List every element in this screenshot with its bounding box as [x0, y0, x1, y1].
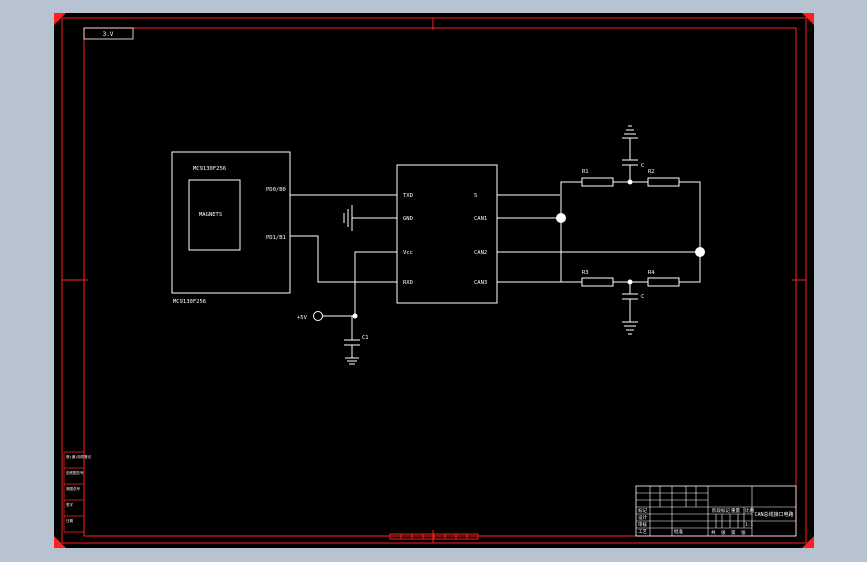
- side-stamp: 借(通)用件登记 旧底图总号 底图总号 签字 日期: [63, 451, 92, 533]
- tb-sheet-2: 第: [731, 529, 736, 536]
- tb-sheet-1: 张: [721, 529, 726, 536]
- junction-vcc: [352, 313, 358, 319]
- centering-marks: [62, 18, 806, 543]
- power-terminal: [313, 311, 323, 321]
- junction-bottom: [627, 279, 633, 285]
- can-transceiver-block: [396, 164, 498, 304]
- c-bottom-label: C: [641, 294, 644, 300]
- schematic: [171, 125, 701, 365]
- tb-row-3: 工艺: [638, 529, 647, 535]
- driver-pin-can2: CAN2: [474, 250, 487, 256]
- driver-pin-rxd: RXD: [403, 280, 413, 286]
- junction-can-left: [556, 213, 566, 223]
- mcu-pin-pd0: PD0/B0: [266, 187, 286, 193]
- tb-drawing-name: CAN总线接口电路: [754, 511, 793, 518]
- bottom-ruler: [389, 533, 479, 540]
- corner-mark-tr: [802, 13, 814, 25]
- tb-row-0: 标记: [638, 507, 647, 514]
- tb-scale: 1:1: [745, 522, 753, 528]
- side-stamp-label-4: 日期: [66, 518, 73, 523]
- mcu-inner-label: MAGNETS: [199, 212, 222, 218]
- junction-can-right: [695, 247, 705, 257]
- driver-pin-can1: CAN1: [474, 216, 487, 222]
- r4-label: R4: [648, 270, 655, 276]
- side-stamp-label-1: 旧底图总号: [66, 470, 84, 475]
- side-stamp-label-0: 借(通)用件登记: [66, 454, 92, 459]
- power-label: +5V: [297, 315, 308, 321]
- driver-pin-s: S: [474, 193, 477, 199]
- tb-mid-2: 比例: [745, 507, 754, 514]
- driver-pin-can3: CAN3: [474, 280, 487, 286]
- side-stamp-label-3: 签字: [66, 502, 73, 507]
- mcu-inner-block: [188, 179, 241, 251]
- driver-pin-gnd: GND: [403, 216, 413, 222]
- sheet-tag: 3.V: [103, 31, 114, 38]
- corner-mark-br: [802, 536, 814, 548]
- r3-label: R3: [582, 270, 589, 276]
- r2-label: R2: [648, 169, 655, 175]
- side-stamp-label-2: 底图总号: [66, 486, 80, 491]
- mcu-pin-pd1: PD1/B1: [266, 235, 286, 241]
- tb-mid-0: 阶段标记: [712, 507, 730, 514]
- title-block: 标记 设计 审核 工艺 批准 阶段标记 重量 比例 1:1 共 张 第 张 CA…: [635, 485, 797, 537]
- tb-row-1: 设计: [638, 514, 647, 521]
- inner-frame: [83, 27, 797, 537]
- driver-pin-vcc: Vcc: [403, 250, 413, 256]
- tb-approve: 批准: [674, 528, 683, 535]
- junction-dots: [352, 179, 705, 319]
- mcu-title: MC9130F256: [193, 166, 226, 172]
- r1-label: R1: [582, 169, 589, 175]
- driver-pin-txd: TXD: [403, 193, 413, 199]
- tb-row-2: 审核: [638, 521, 647, 528]
- tb-sheet-0: 共: [711, 529, 716, 536]
- corner-mark-tl: [54, 13, 66, 25]
- tb-sheet-3: 张: [741, 529, 746, 536]
- junction-top: [627, 179, 633, 185]
- mcu-block: [171, 151, 291, 294]
- mcu-part-label: MC9130F256: [173, 299, 206, 305]
- drawing-sheet: [54, 13, 814, 548]
- sheet-tag-box: [83, 27, 134, 40]
- c-top-label: C: [641, 163, 644, 169]
- corner-mark-bl: [54, 536, 66, 548]
- tb-mid-1: 重量: [731, 507, 740, 514]
- c1-label: C1: [362, 335, 369, 341]
